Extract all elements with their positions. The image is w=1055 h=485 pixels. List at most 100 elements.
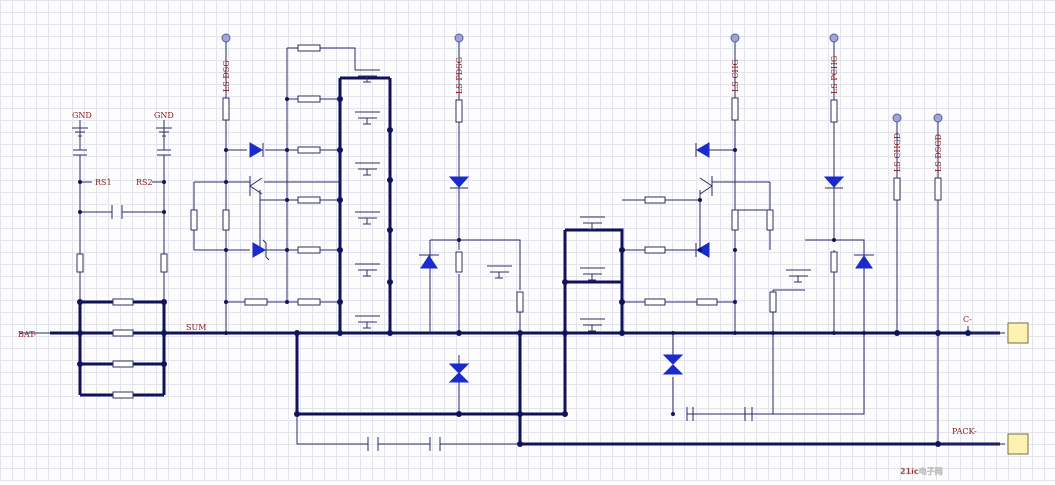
capacitor (429, 437, 441, 451)
resistor (830, 99, 838, 123)
watermark-text: 21ic电子网 (900, 466, 943, 476)
resistor (297, 146, 321, 154)
mosfet-icon (355, 315, 380, 329)
label-rs1: RS1 (95, 178, 112, 187)
resistor (766, 209, 774, 231)
connector-c-minus[interactable] (1007, 322, 1029, 344)
mosfet-icon (580, 216, 605, 230)
diode-icon (696, 142, 710, 158)
label-ls-dsgd: LS DSGD (934, 134, 943, 172)
diode-icon (249, 142, 263, 158)
terminal-ls-dsg (221, 33, 231, 43)
resistor (297, 196, 321, 204)
mosfets (355, 69, 811, 332)
capacitor (744, 407, 753, 421)
resistor (455, 99, 463, 123)
capacitor (73, 149, 171, 156)
capacitor (111, 205, 123, 219)
tvs-icon (448, 372, 470, 383)
terminal-ls-chg (730, 33, 740, 43)
bus-lower (295, 230, 1000, 446)
label-ls-pchg: LS PCHG (830, 56, 839, 94)
label-ls-chgd: LS CHGD (893, 133, 902, 172)
mosfet-icon (580, 267, 605, 281)
resistor (516, 291, 524, 313)
resistor (731, 209, 739, 231)
resistor (455, 251, 463, 273)
label-sum: SUM (186, 323, 206, 332)
capacitor (686, 407, 694, 421)
main-buses (50, 76, 1000, 446)
ground-icon (156, 120, 172, 150)
resistor (297, 95, 321, 103)
zener-icon (252, 242, 266, 258)
resistor (112, 298, 134, 306)
diodes (249, 142, 874, 383)
resistor (297, 44, 321, 52)
transistor-icon (249, 176, 263, 196)
label-ls-chg: LS CHG (731, 59, 740, 92)
resistor (830, 251, 838, 273)
label-c-minus: C- (963, 315, 972, 324)
zener-icon (696, 242, 710, 258)
bus-chg-fets (565, 228, 624, 333)
resistor (696, 298, 718, 306)
label-pack: PACK- (952, 427, 977, 436)
mosfet-icon (580, 318, 605, 332)
capacitor (367, 437, 379, 451)
resistor (190, 209, 198, 231)
tvs-icon (448, 363, 470, 374)
resistor (644, 196, 666, 204)
tvs-icon (420, 255, 438, 269)
mosfet-icon (487, 265, 512, 279)
terminal-ls-pdsg (454, 33, 464, 43)
resistor (297, 246, 321, 254)
label-rs2: RS2 (136, 178, 153, 187)
terminal-ls-pchg (829, 33, 839, 43)
resistor (644, 298, 666, 306)
label-bat: BAT- (18, 330, 37, 339)
label-gnd2: GND (154, 111, 174, 120)
resistor (222, 209, 230, 231)
ground-icon (72, 120, 88, 150)
diode-icon (448, 176, 470, 188)
resistor (112, 329, 134, 337)
ground-symbols (72, 120, 172, 150)
tvs-icon (662, 354, 684, 365)
terminal-ls-dsgd (933, 113, 943, 123)
resistor (244, 298, 268, 306)
resistor (76, 253, 84, 273)
label-ls-pdsg: LS PDSG (455, 57, 464, 94)
net-labels: BAT- SUM GND GND RS1 RS2 C- PACK- LS DSG… (18, 56, 977, 436)
transistors (249, 176, 713, 196)
thin-wires (20, 42, 1005, 445)
terminal-pads (221, 33, 943, 123)
connector-pack[interactable] (1007, 433, 1029, 455)
resistor (112, 391, 134, 399)
tvs-icon (855, 255, 873, 269)
resistors (76, 44, 942, 399)
bus-dsg-fets (338, 76, 392, 333)
terminal-ls-chgd (892, 113, 902, 123)
resistor (297, 298, 321, 306)
resistor (160, 253, 168, 273)
resistor (769, 291, 777, 313)
junctions (77, 96, 971, 447)
mosfet-icon (786, 269, 811, 283)
resistor (731, 97, 739, 121)
diode-icon (823, 176, 845, 188)
mosfet-icon (355, 211, 380, 225)
label-ls-dsg: LS DSG (222, 60, 231, 92)
mosfet-icon (355, 263, 380, 277)
resistor (112, 360, 134, 368)
resistor (893, 177, 901, 201)
resistor (644, 246, 666, 254)
mosfet-icon (355, 162, 380, 176)
transistor-icon (699, 176, 713, 196)
mosfet-icon (355, 111, 380, 125)
resistor (934, 177, 942, 201)
bus-shunt (78, 300, 166, 397)
tvs-icon (662, 364, 684, 375)
